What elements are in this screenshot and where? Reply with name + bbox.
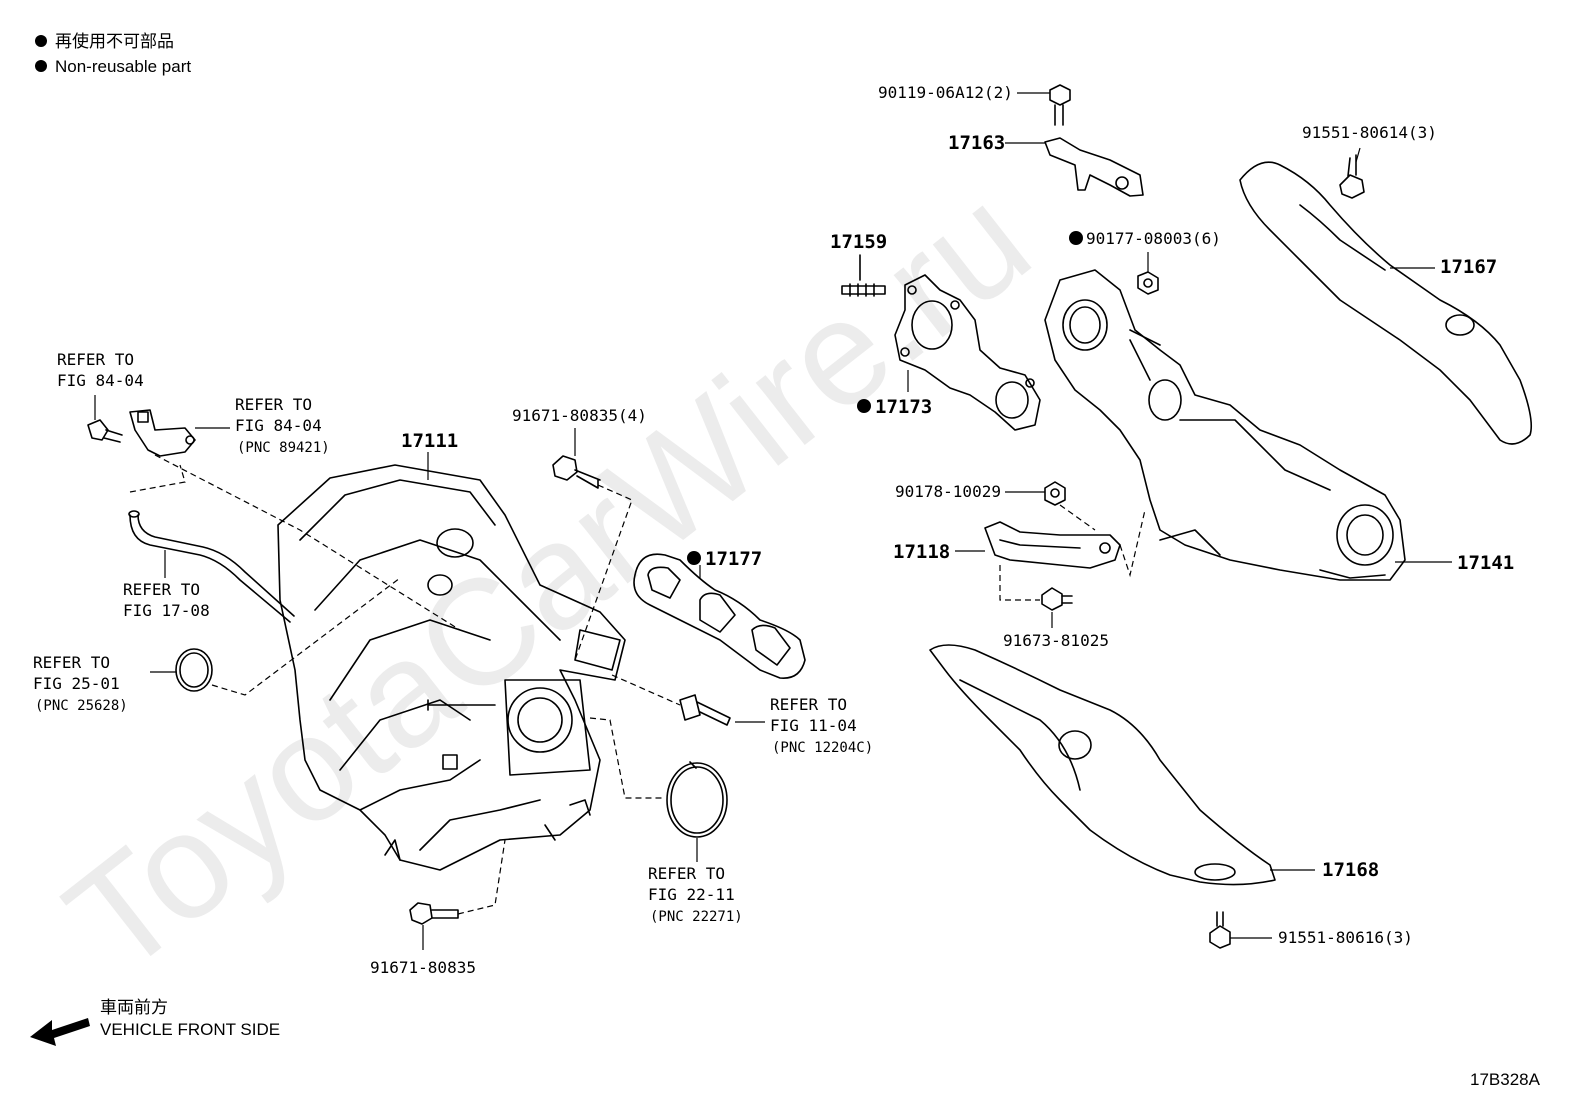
plug-drawing [611, 674, 731, 726]
front-side-japanese: 車両前方 [100, 998, 168, 1017]
gasket-17173-drawing [894, 274, 1041, 431]
gasket-17177-drawing [633, 553, 806, 679]
stud-17159-drawing [841, 254, 886, 297]
legend: 再使用不可部品 Non-reusable part [35, 31, 191, 76]
refer-to-text: REFER TO [648, 864, 725, 883]
label-91671-80835: 91671-80835 [370, 958, 476, 977]
refer-to-text: REFER TO [123, 580, 200, 599]
refer-fig-17-08: REFER TO FIG 17-08 [123, 580, 210, 620]
non-reusable-dot-icon [1069, 231, 1083, 245]
refer-to-text: REFER TO [33, 653, 110, 672]
exhaust-manifold-17141-drawing [1044, 269, 1406, 581]
label-91673-81025: 91673-81025 [1003, 631, 1109, 650]
refer-fig-25-01: REFER TO FIG 25-01 (PNC 25628) [33, 653, 128, 714]
nut-90177-drawing [1137, 271, 1159, 295]
label-17118: 17118 [893, 541, 950, 563]
refer-fig-84-04-sensor: REFER TO FIG 84-04 (PNC 89421) [235, 395, 330, 456]
heat-insulator-17167-drawing [1239, 161, 1533, 445]
non-reusable-dot-icon [35, 60, 47, 72]
non-reusable-dot-icon [857, 399, 871, 413]
label-17177: 17177 [705, 548, 762, 570]
label-91671-80835-4: 91671-80835(4) [512, 406, 647, 425]
refer-fig-text: FIG 22-11 [648, 885, 735, 904]
refer-fig-22-11: REFER TO FIG 22-11 (PNC 22271) [648, 864, 743, 925]
refer-to-text: REFER TO [57, 350, 134, 369]
label-17167: 17167 [1440, 256, 1497, 278]
refer-fig-text: FIG 11-04 [770, 716, 857, 735]
hose-drawing [128, 464, 295, 623]
refer-fig-84-04-bolt: REFER TO FIG 84-04 [57, 350, 144, 390]
refer-fig-text: FIG 17-08 [123, 601, 210, 620]
label-90177-08003: 90177-08003(6) [1086, 229, 1221, 248]
bolt-91671-80835-4-drawing [552, 455, 633, 661]
front-arrow-icon [30, 1018, 90, 1046]
label-91551-80616: 91551-80616(3) [1278, 928, 1413, 947]
refer-to-text: REFER TO [235, 395, 312, 414]
label-17173: 17173 [875, 396, 932, 418]
bracket-17118-drawing [984, 509, 1146, 601]
label-17141: 17141 [1457, 552, 1514, 574]
legend-english: Non-reusable part [55, 57, 191, 76]
refer-pnc-text: (PNC 25628) [35, 698, 128, 714]
vehicle-front-side: 車両前方 VEHICLE FRONT SIDE [30, 998, 280, 1046]
refer-pnc-text: (PNC 22271) [650, 909, 743, 925]
intake-manifold-drawing [277, 464, 626, 871]
bolt-90119-drawing [1049, 84, 1071, 126]
sensor-drawing [87, 409, 461, 631]
nut-90178-drawing [1044, 481, 1096, 531]
label-17111: 17111 [401, 430, 458, 452]
bracket-17163-drawing [1044, 137, 1144, 197]
oring-25628-drawing [175, 577, 401, 696]
figure-code: 17B328A [1470, 1070, 1541, 1089]
oring-22271-drawing [589, 717, 728, 838]
non-reusable-dot-icon [35, 35, 47, 47]
label-91551-80614: 91551-80614(3) [1302, 123, 1437, 142]
heat-insulator-17168-drawing [929, 644, 1276, 886]
label-90178-10029: 90178-10029 [895, 482, 1001, 501]
bolt-91671-80835-drawing [409, 839, 506, 925]
refer-pnc-text: (PNC 89421) [237, 440, 330, 456]
refer-fig-text: FIG 84-04 [57, 371, 144, 390]
refer-fig-text: FIG 25-01 [33, 674, 120, 693]
bolt-91551-80614-drawing [1339, 154, 1365, 199]
legend-japanese: 再使用不可部品 [55, 31, 174, 51]
refer-fig-11-04: REFER TO FIG 11-04 (PNC 12204C) [770, 695, 873, 756]
refer-to-text: REFER TO [770, 695, 847, 714]
leader-lines [94, 92, 1452, 950]
label-17159: 17159 [830, 231, 887, 253]
front-side-english: VEHICLE FRONT SIDE [100, 1020, 280, 1039]
non-reusable-dot-icon [687, 551, 701, 565]
refer-pnc-text: (PNC 12204C) [772, 740, 873, 756]
refer-fig-text: FIG 84-04 [235, 416, 322, 435]
label-90119-06a12: 90119-06A12(2) [878, 83, 1013, 102]
bolt-91673-drawing [1041, 587, 1073, 611]
label-17168: 17168 [1322, 859, 1379, 881]
label-17163: 17163 [948, 132, 1005, 154]
bolt-91551-80616-drawing [1209, 911, 1231, 949]
